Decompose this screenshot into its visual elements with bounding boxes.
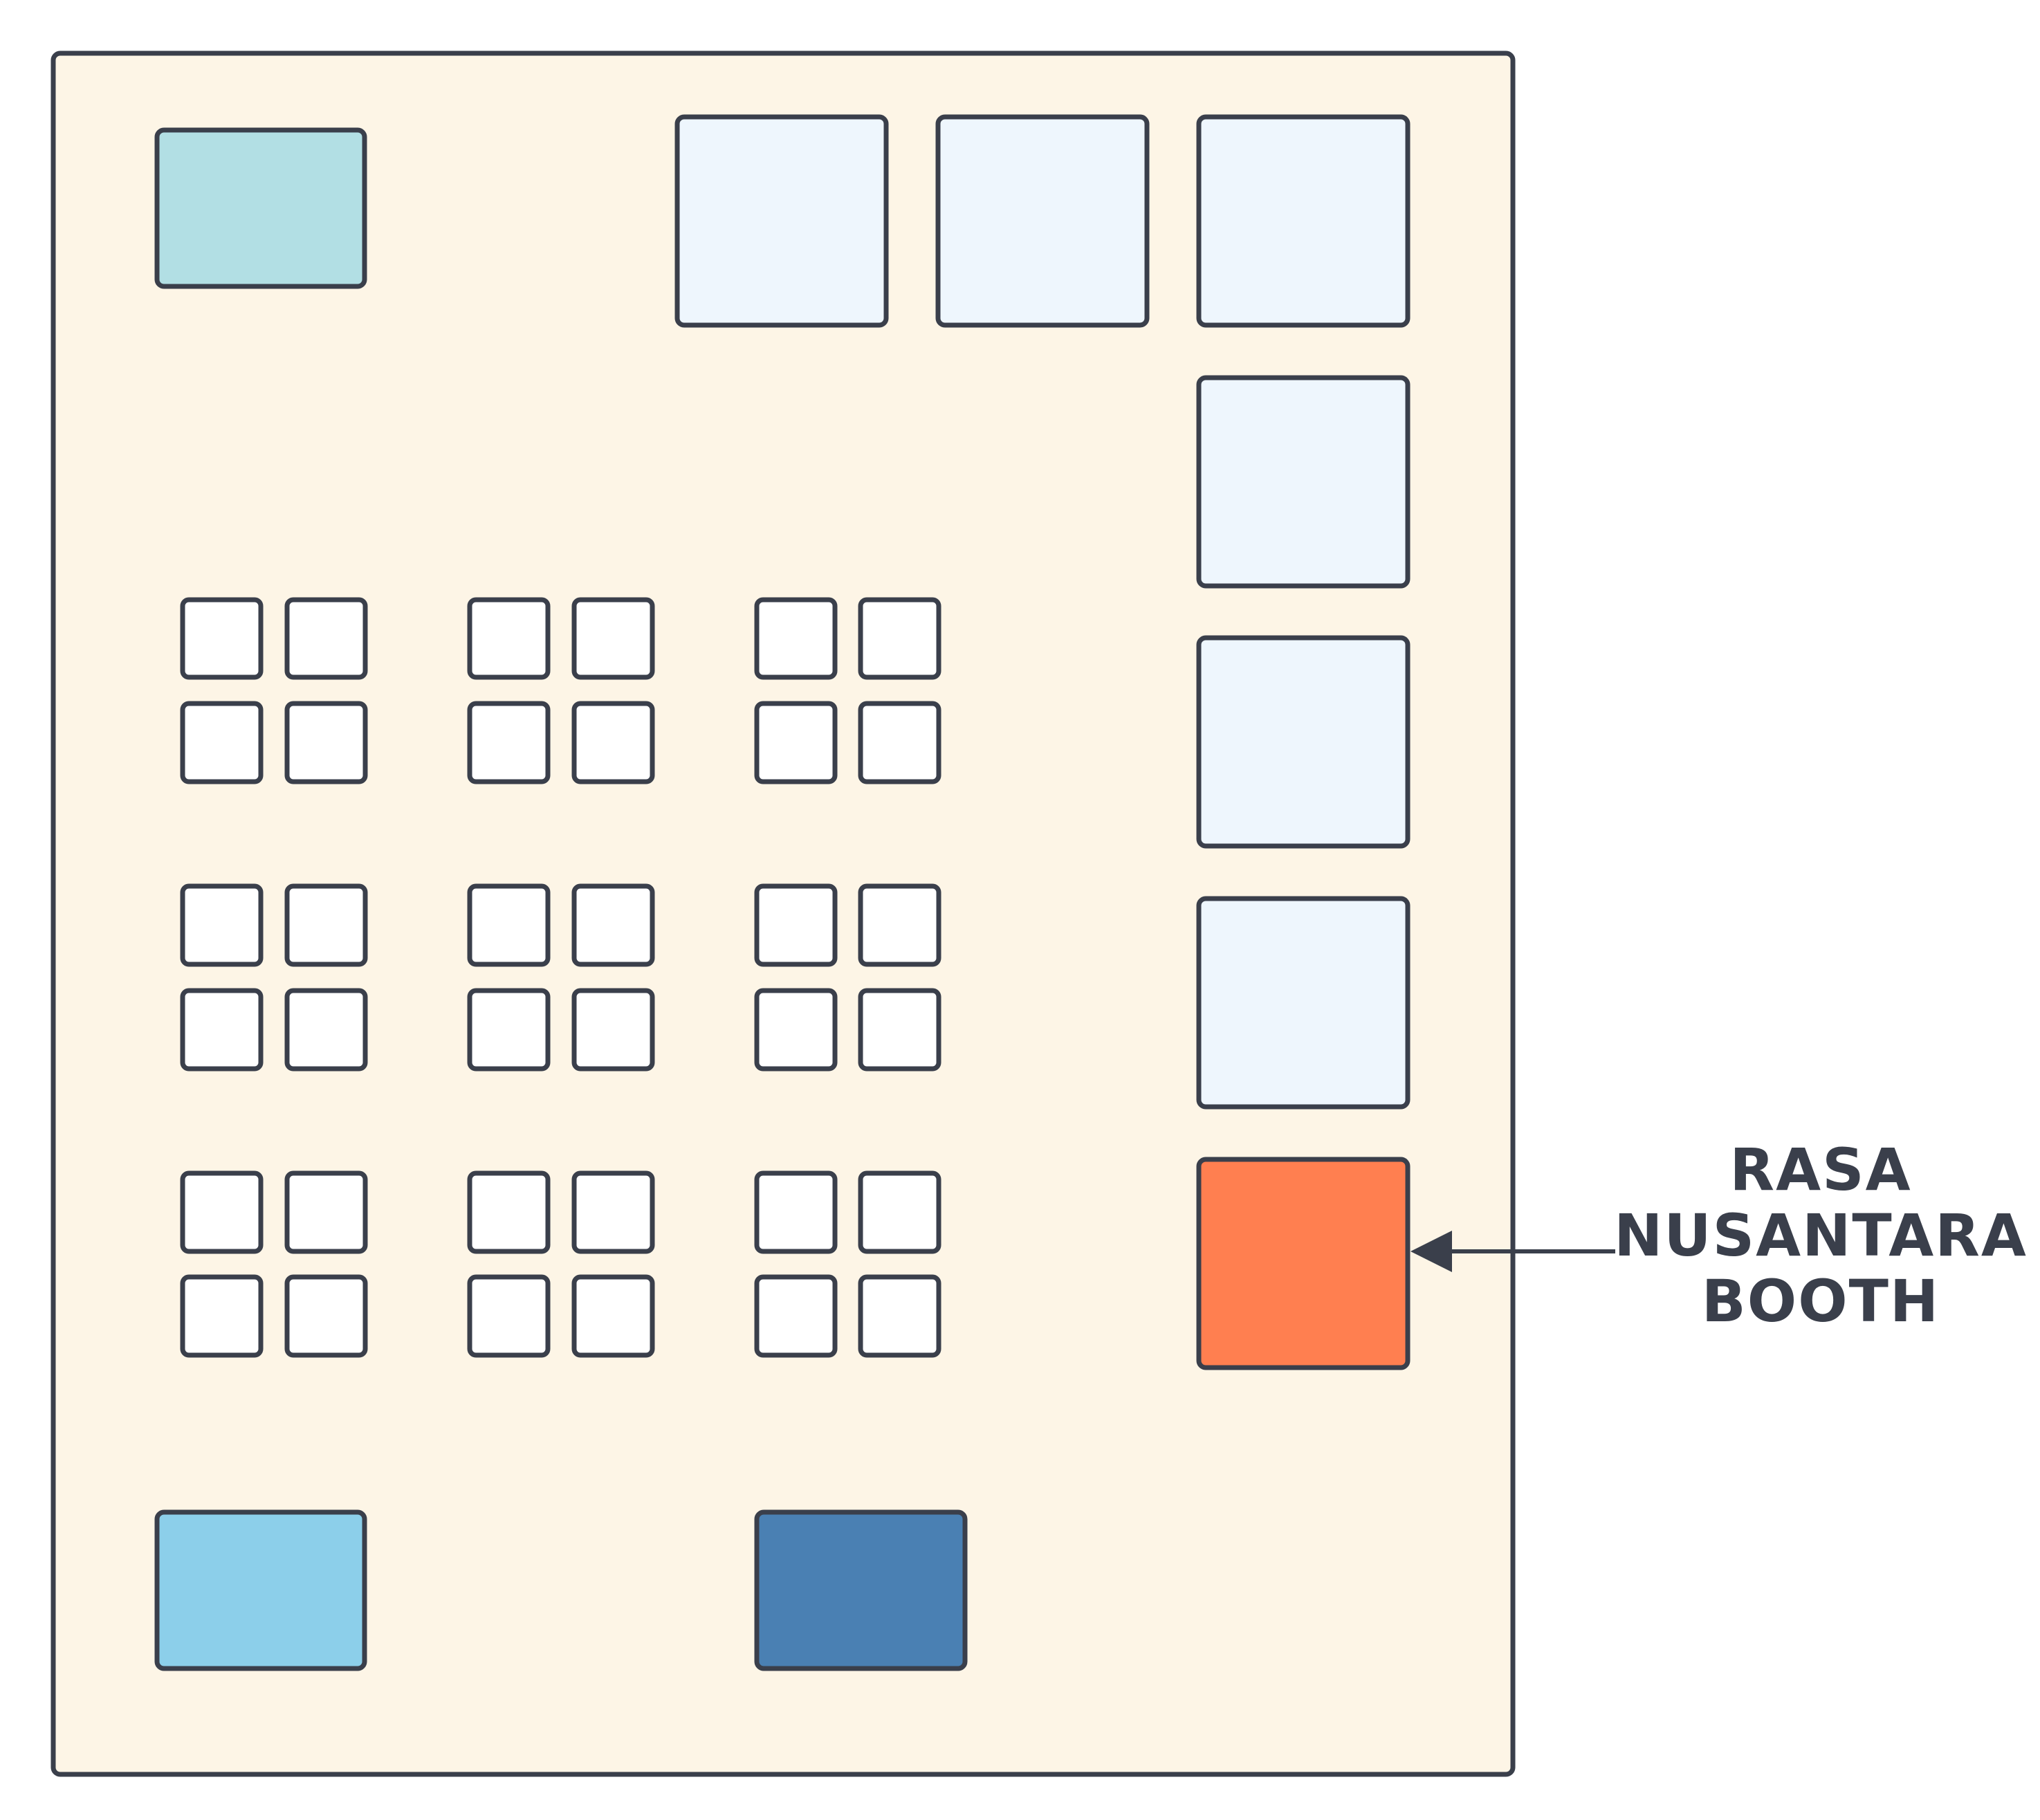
small-booth[interactable] — [858, 597, 941, 680]
entrance-area[interactable] — [154, 127, 367, 289]
large-booth[interactable] — [1196, 375, 1410, 589]
booth-label-line-1: RASA — [1729, 1136, 1911, 1204]
small-booth[interactable] — [180, 701, 264, 784]
small-booth[interactable] — [754, 988, 838, 1072]
small-booth[interactable] — [180, 1274, 264, 1358]
small-booth[interactable] — [754, 883, 838, 967]
small-booth[interactable] — [858, 988, 941, 1072]
small-booth[interactable] — [858, 883, 941, 967]
small-booth[interactable] — [858, 1170, 941, 1254]
small-booth[interactable] — [467, 988, 551, 1072]
small-booth[interactable] — [284, 988, 368, 1072]
small-booth[interactable] — [754, 597, 838, 680]
small-booth[interactable] — [571, 701, 655, 784]
booth-label-line-2: NUSANTARA — [1614, 1202, 2028, 1269]
small-booth[interactable] — [754, 701, 838, 784]
small-booth-grid — [180, 597, 941, 1358]
small-booth[interactable] — [180, 597, 264, 680]
booth-label-line-3: BOOTH — [1702, 1267, 1940, 1335]
rasa-nusantara-booth[interactable] — [1196, 1157, 1410, 1370]
small-booth[interactable] — [284, 1274, 368, 1358]
small-booth[interactable] — [858, 1274, 941, 1358]
large-booth[interactable] — [674, 114, 889, 328]
small-booth[interactable] — [571, 988, 655, 1072]
small-booth[interactable] — [571, 597, 655, 680]
small-booth[interactable] — [284, 1170, 368, 1254]
large-booth[interactable] — [1196, 635, 1410, 849]
small-booth[interactable] — [467, 597, 551, 680]
small-booth[interactable] — [467, 1170, 551, 1254]
small-booth[interactable] — [754, 1170, 838, 1254]
small-booth[interactable] — [284, 883, 368, 967]
small-booth[interactable] — [284, 701, 368, 784]
small-booth[interactable] — [467, 1274, 551, 1358]
small-booth[interactable] — [571, 1274, 655, 1358]
small-booth[interactable] — [858, 701, 941, 784]
small-booth[interactable] — [180, 883, 264, 967]
large-booth[interactable] — [1196, 896, 1410, 1110]
small-booth[interactable] — [571, 1170, 655, 1254]
small-booth[interactable] — [180, 1170, 264, 1254]
small-booth[interactable] — [467, 701, 551, 784]
large-booth[interactable] — [1196, 114, 1410, 328]
light-blue-area[interactable] — [154, 1509, 367, 1671]
large-booth[interactable] — [935, 114, 1150, 328]
small-booth[interactable] — [571, 883, 655, 967]
dark-blue-area[interactable] — [754, 1509, 968, 1671]
small-booth[interactable] — [754, 1274, 838, 1358]
small-booth[interactable] — [467, 883, 551, 967]
small-booth[interactable] — [284, 597, 368, 680]
small-booth[interactable] — [180, 988, 264, 1072]
booth-label: RASA NUSANTARA BOOTH — [1614, 1136, 2028, 1335]
